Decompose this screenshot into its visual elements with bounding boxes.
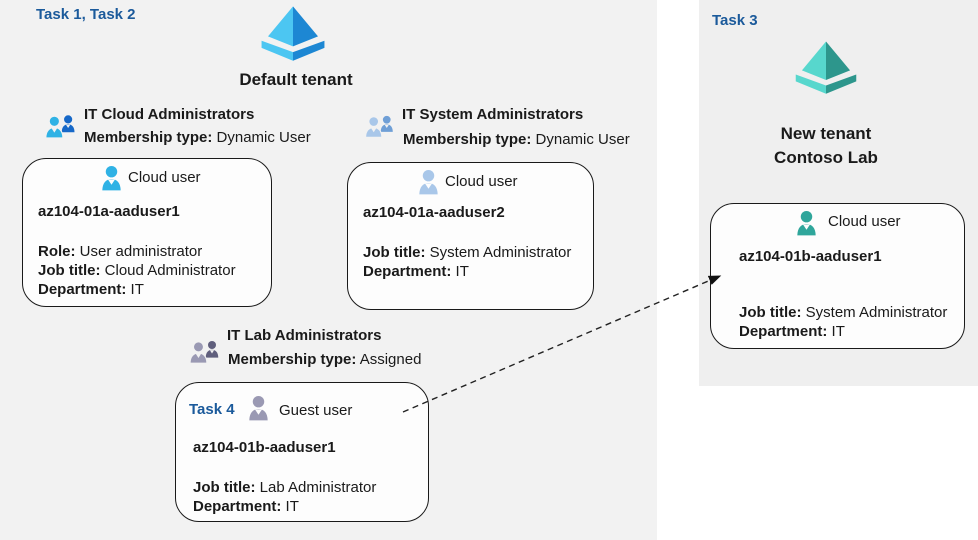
field-job-title: Job title: System Administrator (363, 244, 572, 261)
azure-ad-blue-diamond-icon (258, 5, 328, 65)
group-people-blue-icon (42, 112, 80, 141)
group-people-light-blue-icon (362, 113, 398, 140)
user-card-aaduser1: Cloud user az104-01a-aaduser1 Role: User… (22, 158, 272, 307)
user-type-label: Guest user (279, 402, 353, 419)
user-type-label: Cloud user (128, 169, 201, 186)
user-type-label: Cloud user (828, 213, 901, 230)
field-department: Department: IT (739, 323, 845, 340)
username: az104-01b-aaduser1 (193, 439, 336, 456)
guest-user-card: Task 4 Guest user az104-01b-aaduser1 Job… (175, 382, 429, 522)
user-fields: Job title: Lab Administrator Department:… (193, 478, 376, 516)
membership-type-label: Membership type: (228, 351, 357, 368)
field-department: Department: IT (38, 281, 144, 298)
membership-type-value: Dynamic User (216, 129, 311, 146)
username: az104-01a-aaduser1 (38, 203, 180, 220)
user-fields: Role: User administrator Job title: Clou… (38, 242, 236, 299)
field-job-title: Job title: Lab Administrator (193, 479, 377, 496)
membership-type-value: Assigned (359, 351, 422, 368)
user-type-label: Cloud user (445, 173, 518, 190)
task-3-label: Task 3 (712, 12, 758, 29)
person-cyan-icon (99, 164, 124, 196)
field-job-title: Job title: Cloud Administrator (38, 262, 236, 279)
azure-ad-teal-diamond-icon (793, 40, 859, 98)
user-card-aaduser2: Cloud user az104-01a-aaduser2 Job title:… (347, 162, 594, 310)
person-teal-icon (794, 209, 819, 241)
user-fields: Job title: System Administrator Departme… (739, 303, 947, 341)
task-4-label: Task 4 (189, 401, 235, 418)
new-tenant-name-line1: New tenant (780, 124, 872, 143)
group-name-it-system-admins: IT System Administrators (402, 106, 584, 123)
user-fields: Job title: System Administrator Departme… (363, 243, 571, 281)
group-name-it-lab-admins: IT Lab Administrators (227, 327, 382, 344)
group-membership-it-cloud-admins: Membership type: Dynamic User (84, 129, 311, 146)
person-light-blue-icon (416, 168, 441, 200)
username: az104-01a-aaduser2 (363, 204, 505, 221)
field-department: Department: IT (363, 263, 469, 280)
group-membership-it-system-admins: Membership type: Dynamic User (403, 131, 630, 148)
field-department: Department: IT (193, 498, 299, 515)
membership-type-value: Dynamic User (535, 131, 630, 148)
group-name-it-cloud-admins: IT Cloud Administrators (84, 106, 255, 123)
person-gray-icon (246, 394, 271, 426)
membership-type-label: Membership type: (403, 131, 532, 148)
field-job-title: Job title: System Administrator (739, 304, 948, 321)
username: az104-01b-aaduser1 (739, 248, 882, 265)
group-people-gray-icon (186, 338, 224, 366)
task-1-2-label: Task 1, Task 2 (36, 6, 136, 23)
default-tenant-name: Default tenant (239, 70, 353, 89)
membership-type-label: Membership type: (84, 129, 213, 146)
field-role: Role: User administrator (38, 243, 203, 260)
group-membership-it-lab-admins: Membership type: Assigned (228, 351, 421, 368)
new-tenant-user-card: Cloud user az104-01b-aaduser1 Job title:… (710, 203, 965, 349)
new-tenant-name-line2: Contoso Lab (774, 148, 878, 167)
